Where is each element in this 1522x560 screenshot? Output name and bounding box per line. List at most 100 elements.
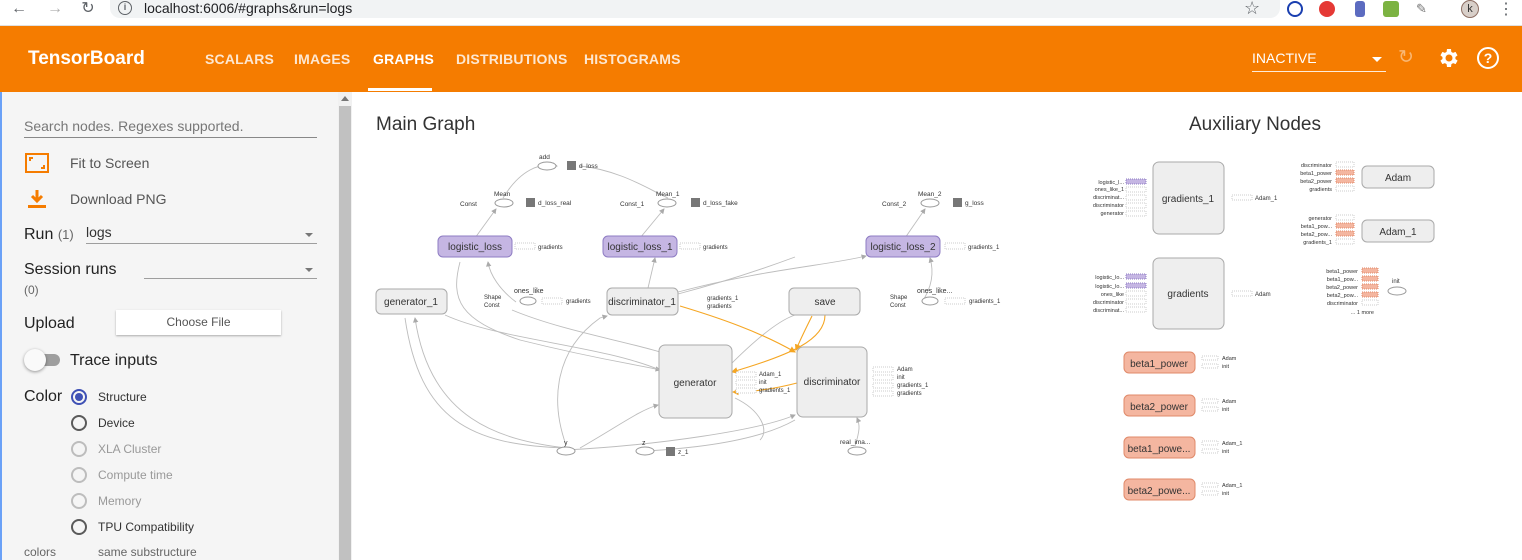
graph-canvas[interactable]: Main Graph Auxiliary Nodes xyxy=(352,92,1522,560)
scroll-thumb[interactable] xyxy=(339,106,351,560)
blocker-extension-icon[interactable] xyxy=(1287,1,1303,17)
aux-node-beta2-power[interactable] xyxy=(1123,394,1196,417)
node-mean[interactable] xyxy=(494,198,514,208)
run-status-text: INACTIVE xyxy=(1252,50,1317,66)
node-mean-2[interactable] xyxy=(920,198,940,208)
aux-node-init[interactable] xyxy=(1387,286,1407,296)
colors-legend-label: colors xyxy=(24,545,57,559)
forward-arrow-icon[interactable]: → xyxy=(47,0,63,17)
generator-output-stubs xyxy=(735,371,757,394)
browser-toolbar: ← → ↻ i localhost:6006/#graphs&run=logs … xyxy=(0,0,1522,26)
run-status-dropdown[interactable]: INACTIVE xyxy=(1252,48,1386,72)
graph-svg: add d_loss Mean Const d_loss_real Mean_1… xyxy=(375,154,1435,501)
scroll-up-arrow-icon[interactable] xyxy=(341,96,349,101)
help-icon[interactable]: ? xyxy=(1477,47,1499,69)
brush-extension-icon[interactable]: ✎ xyxy=(1416,1,1427,16)
graph-edges xyxy=(404,162,934,452)
color-tpu-radio[interactable] xyxy=(71,519,87,535)
download-extension-icon[interactable] xyxy=(1355,1,1365,17)
address-bar[interactable]: i localhost:6006/#graphs&run=logs xyxy=(110,0,1280,18)
node-ones-like[interactable] xyxy=(519,296,537,306)
refresh-icon[interactable]: ↻ xyxy=(1398,47,1414,68)
sql-extension-icon[interactable] xyxy=(1383,1,1399,17)
aux-init-label: init xyxy=(1392,279,1400,285)
node-real-ima[interactable] xyxy=(847,446,867,456)
aux-node-beta1-power-1[interactable] xyxy=(1123,436,1196,459)
settings-gear-icon[interactable] xyxy=(1436,46,1460,70)
node-save[interactable] xyxy=(788,287,861,316)
tab-distributions[interactable]: DISTRIBUTIONS xyxy=(456,51,568,67)
aux-node-beta1-power[interactable] xyxy=(1123,351,1196,374)
aux-node-gradients-1[interactable] xyxy=(1152,161,1225,235)
node-const-1-label: Const_1 xyxy=(620,201,645,208)
aux-gradients-label: gradients xyxy=(1167,289,1208,300)
aux-node-gradients[interactable] xyxy=(1152,257,1225,330)
aux-adam1-in-2: beta1_pow... xyxy=(1301,224,1333,230)
shield-extension-icon[interactable] xyxy=(1319,1,1335,17)
search-nodes-input[interactable]: Search nodes. Regexes supported. xyxy=(24,118,317,138)
aux-g1-in-5: generator xyxy=(1100,211,1124,217)
session-runs-dropdown[interactable] xyxy=(144,259,317,279)
node-shape-label: Shape xyxy=(484,295,502,301)
d-loss-fake-summary-icon xyxy=(691,198,700,207)
node-generator-1[interactable] xyxy=(375,288,448,315)
reload-icon[interactable]: ↻ xyxy=(81,0,95,17)
aux-beta2-power-label: beta2_power xyxy=(1130,402,1188,413)
input-nodes: y z z_1 real_ima... xyxy=(556,439,871,456)
b1-out-1: Adam xyxy=(1222,356,1237,362)
node-z-1-label: z_1 xyxy=(678,449,689,456)
node-logistic-loss-2[interactable] xyxy=(865,235,941,258)
node-discriminator-1[interactable] xyxy=(606,287,679,316)
node-add[interactable] xyxy=(537,161,557,171)
color-label: Color xyxy=(24,388,63,405)
download-icon xyxy=(28,190,46,208)
back-arrow-icon[interactable]: ← xyxy=(11,0,27,17)
chevron-down-icon xyxy=(305,268,313,272)
ones-like-2-grad-stub xyxy=(944,297,966,305)
fit-screen-icon xyxy=(25,153,49,173)
node-logistic-loss[interactable] xyxy=(437,235,513,258)
aux-gradients-1-label: gradients_1 xyxy=(1162,194,1215,205)
b1p-out-2: init xyxy=(1222,449,1230,455)
bookmark-star-icon[interactable]: ☆ xyxy=(1244,0,1261,18)
tab-graphs[interactable]: GRAPHS xyxy=(373,51,435,67)
color-structure-radio[interactable] xyxy=(71,389,87,405)
node-logistic-loss-2-label: logistic_loss_2 xyxy=(870,242,935,253)
aux-adam1-in-3: beta2_pow... xyxy=(1301,232,1333,238)
z-1-summary-icon xyxy=(666,447,675,456)
gen-out-grad-1: gradients_1 xyxy=(759,388,791,394)
node-mean-1[interactable] xyxy=(657,198,677,208)
info-icon[interactable]: i xyxy=(118,1,132,15)
d-loss-summary-icon xyxy=(567,161,576,170)
node-y[interactable] xyxy=(556,446,576,456)
profile-avatar[interactable]: k xyxy=(1461,0,1479,18)
sidebar-scrollbar[interactable] xyxy=(338,92,352,560)
aux-init-in-1: beta1_power xyxy=(1326,269,1358,275)
node-ones-like-label: ones_like xyxy=(514,288,544,295)
model-nodes: generator_1 ones_like Shape Const gradie… xyxy=(375,287,1001,316)
trace-inputs-toggle-knob[interactable] xyxy=(24,349,46,371)
aux-node-adam-1[interactable] xyxy=(1361,219,1435,243)
node-ones-like-2[interactable] xyxy=(921,296,939,306)
aux-node-beta2-power-1[interactable] xyxy=(1123,478,1196,501)
tab-images[interactable]: IMAGES xyxy=(294,51,351,67)
aux-node-adam[interactable] xyxy=(1361,165,1435,189)
node-logistic-loss-1[interactable] xyxy=(602,235,678,258)
tab-scalars[interactable]: SCALARS xyxy=(205,51,275,67)
node-generator-1-label: generator_1 xyxy=(384,297,438,308)
node-generator[interactable] xyxy=(658,344,733,419)
fit-to-screen-label: Fit to Screen xyxy=(70,155,150,171)
tab-histograms[interactable]: HISTOGRAMS xyxy=(584,51,681,67)
b2p-out-1: Adam_1 xyxy=(1222,483,1243,489)
run-dropdown[interactable]: logs xyxy=(86,224,317,244)
logistic-loss-1-grad-label: gradients xyxy=(703,245,728,251)
node-z[interactable] xyxy=(635,446,655,456)
choose-file-button[interactable]: Choose File xyxy=(116,310,281,335)
disc-1-out-grad-1: gradients_1 xyxy=(707,296,739,302)
disc-out-adam: Adam xyxy=(897,367,913,373)
graph-ref-edges xyxy=(679,305,826,396)
node-discriminator[interactable] xyxy=(796,346,868,418)
color-device-radio[interactable] xyxy=(71,415,87,431)
graph-controls-sidebar: Search nodes. Regexes supported. Fit to … xyxy=(0,92,338,560)
menu-kebab-icon[interactable]: ⋮ xyxy=(1498,1,1514,18)
